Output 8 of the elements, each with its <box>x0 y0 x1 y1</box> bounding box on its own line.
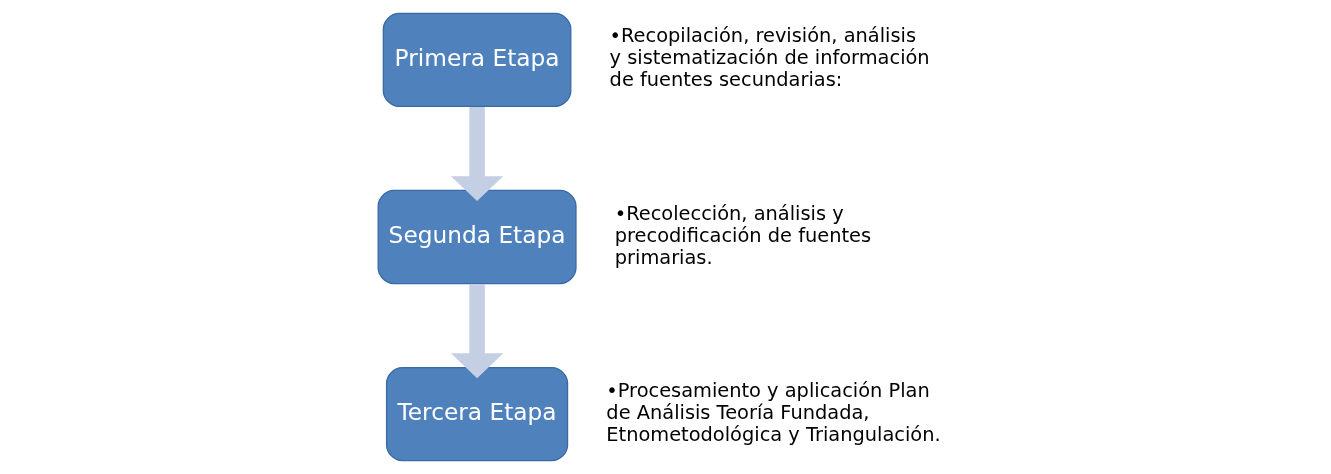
node-label: •Recopilación, revisión, análisis y sistematización de información de fuentes secundarias: <box>609 24 930 92</box>
node-box: Segunda Etapa <box>377 189 577 285</box>
node-label: •Recolección, análisis y precodificación de fuentes primarias. <box>614 201 872 269</box>
arrow <box>450 284 504 379</box>
node-box: Tercera Etapa <box>385 366 569 462</box>
arrow <box>450 106 504 202</box>
node-label: •Procesamiento y aplicación Plan de Análisis Teoría Fundada, Etnometodológica y Triangulación. <box>606 378 941 446</box>
node-box: Primera Etapa <box>382 12 572 108</box>
